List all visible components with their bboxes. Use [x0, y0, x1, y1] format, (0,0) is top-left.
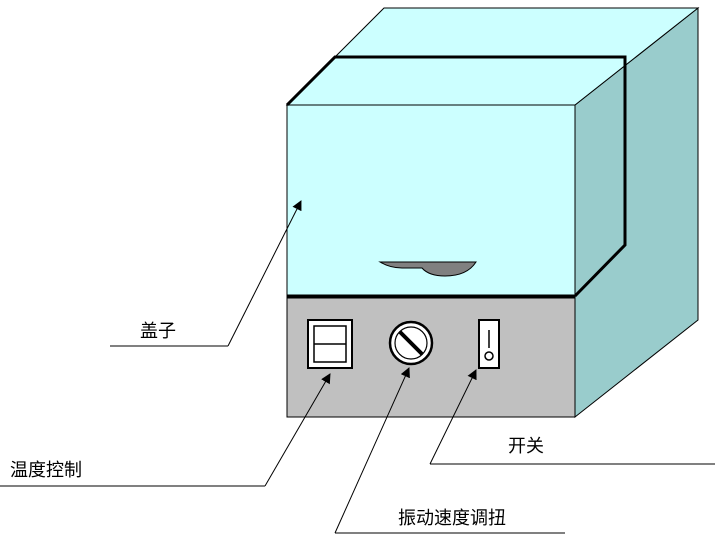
label-switch: 开关 [508, 436, 544, 457]
label-lid: 盖子 [140, 321, 176, 342]
callout-vibration-speed-knob: 振动速度调扭 [334, 367, 565, 534]
callout-temperature-control: 温度控制 [0, 373, 331, 487]
callout-switch: 开关 [429, 369, 715, 465]
callout-lid: 盖子 [110, 200, 302, 347]
label-temperature-control: 温度控制 [10, 460, 82, 481]
label-vibration-speed-knob: 振动速度调扭 [398, 508, 506, 529]
power-switch[interactable] [478, 319, 500, 369]
temperature-control-display[interactable] [307, 319, 353, 369]
lid-handle [378, 261, 477, 277]
vibration-speed-knob[interactable] [388, 320, 434, 366]
lid-seam-line [285, 55, 627, 298]
